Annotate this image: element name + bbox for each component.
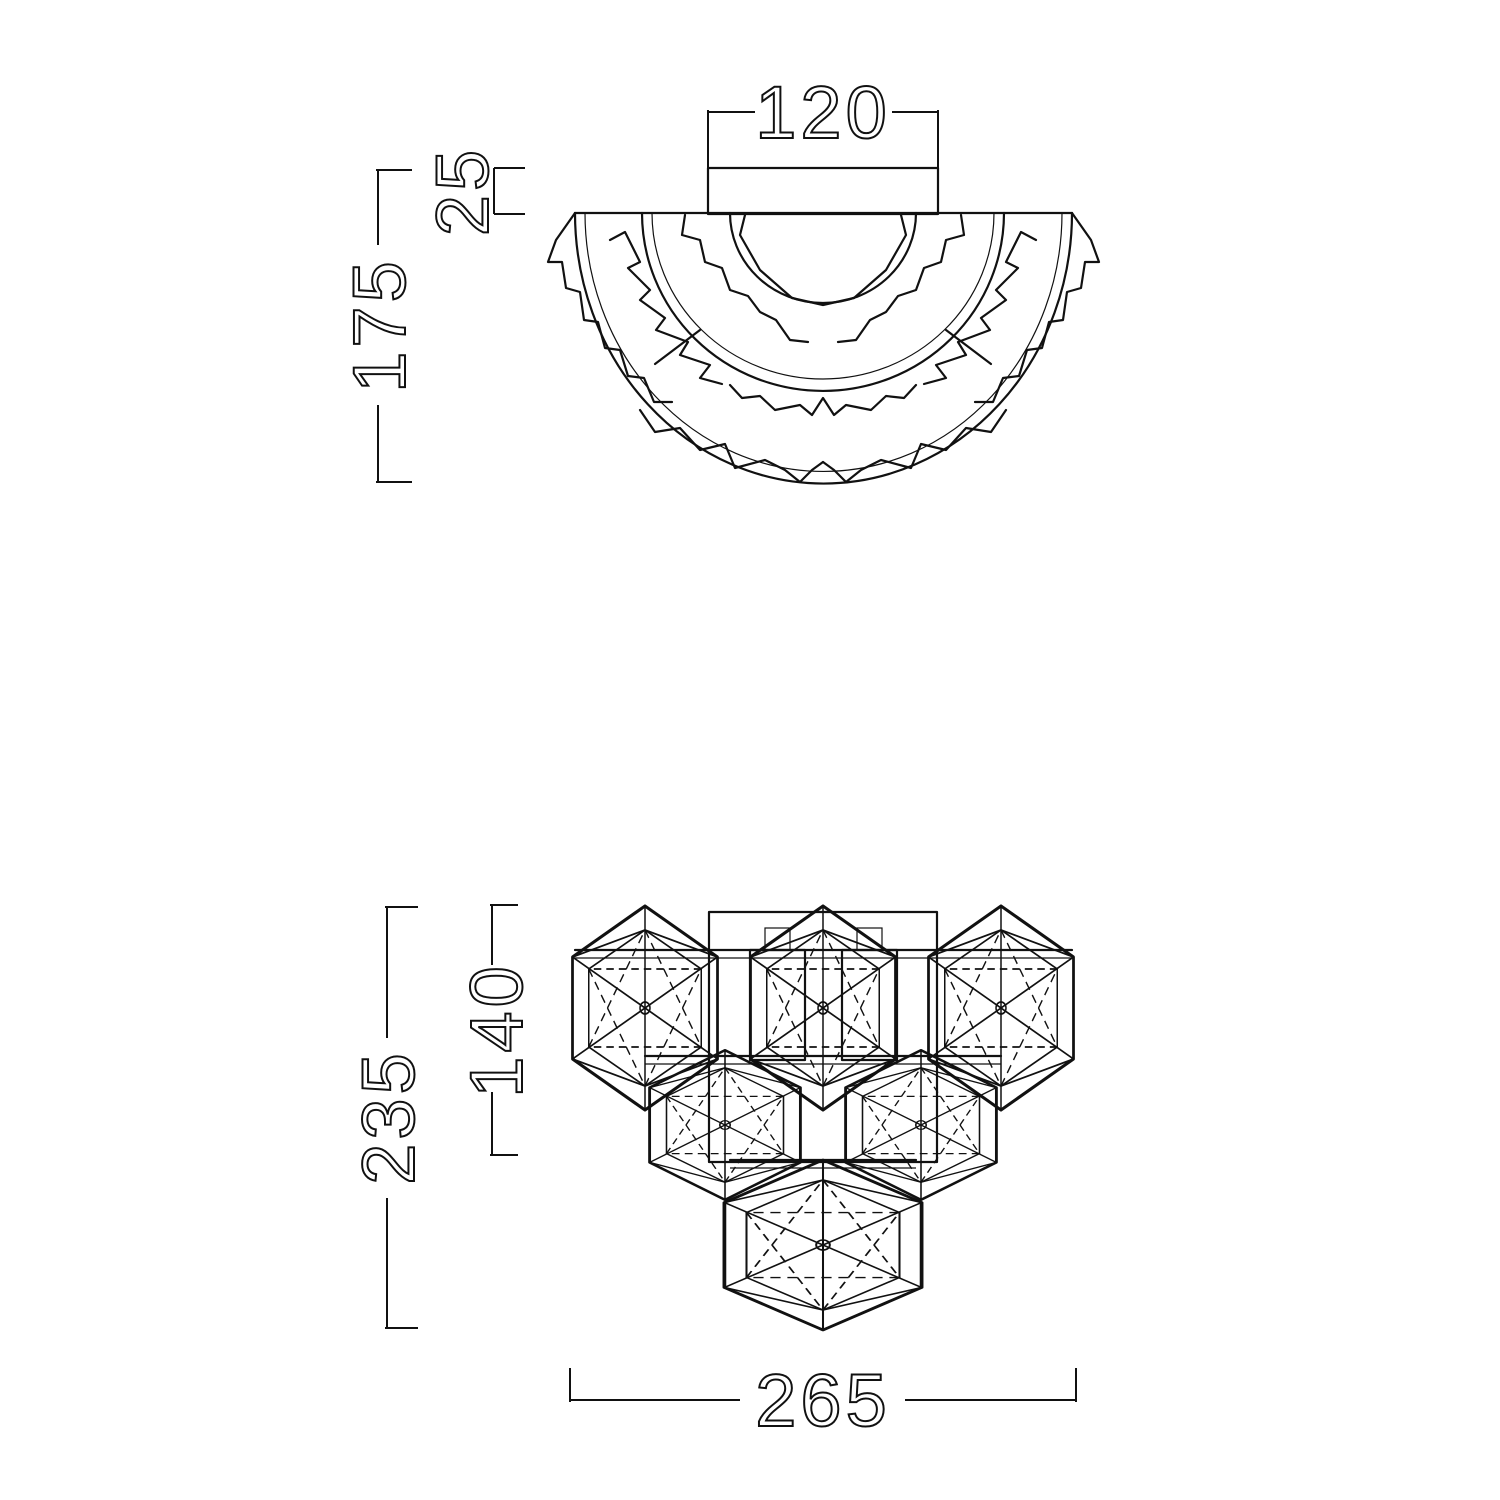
side-crystals-outer — [546, 211, 1101, 484]
side-crystals-inner — [680, 213, 966, 344]
side-arc-outer-inner — [584, 212, 1063, 473]
front-view — [570, 904, 1076, 1332]
dim-front-width: 265 — [569, 1358, 1077, 1443]
side-view — [546, 166, 1101, 485]
dim-label-front-plate: 140 — [455, 962, 538, 1097]
side-crystals-middle — [608, 230, 1038, 417]
front-mount-bars — [573, 948, 1074, 1169]
dim-front-plate: 140 — [454, 904, 539, 1156]
side-arc-middle — [640, 211, 1006, 393]
front-crystal-top-left — [570, 904, 720, 1112]
dim-side-height: 175 — [337, 169, 422, 483]
dim-side-width: 120 — [707, 70, 939, 168]
dim-front-height: 235 — [346, 906, 431, 1329]
dim-label-side-height: 175 — [338, 257, 421, 392]
side-arc-outer — [573, 211, 1074, 485]
front-crystal-mid-left — [648, 1048, 802, 1202]
dim-label-side-mount: 25 — [421, 146, 504, 236]
side-arc-middle-inner — [651, 212, 995, 380]
front-crystal-top-center — [748, 904, 898, 1112]
side-mount-block — [706, 166, 940, 216]
front-crystal-mid-right — [844, 1048, 998, 1202]
dim-label-front-width: 265 — [755, 1359, 890, 1442]
side-arc-inner — [728, 211, 918, 305]
dim-label-side-width: 120 — [755, 71, 890, 154]
dim-label-front-height: 235 — [347, 1049, 430, 1184]
front-crystal-top-right — [926, 904, 1076, 1112]
front-lamp-holders — [748, 927, 899, 1062]
dim-side-mount: 25 — [420, 145, 525, 237]
